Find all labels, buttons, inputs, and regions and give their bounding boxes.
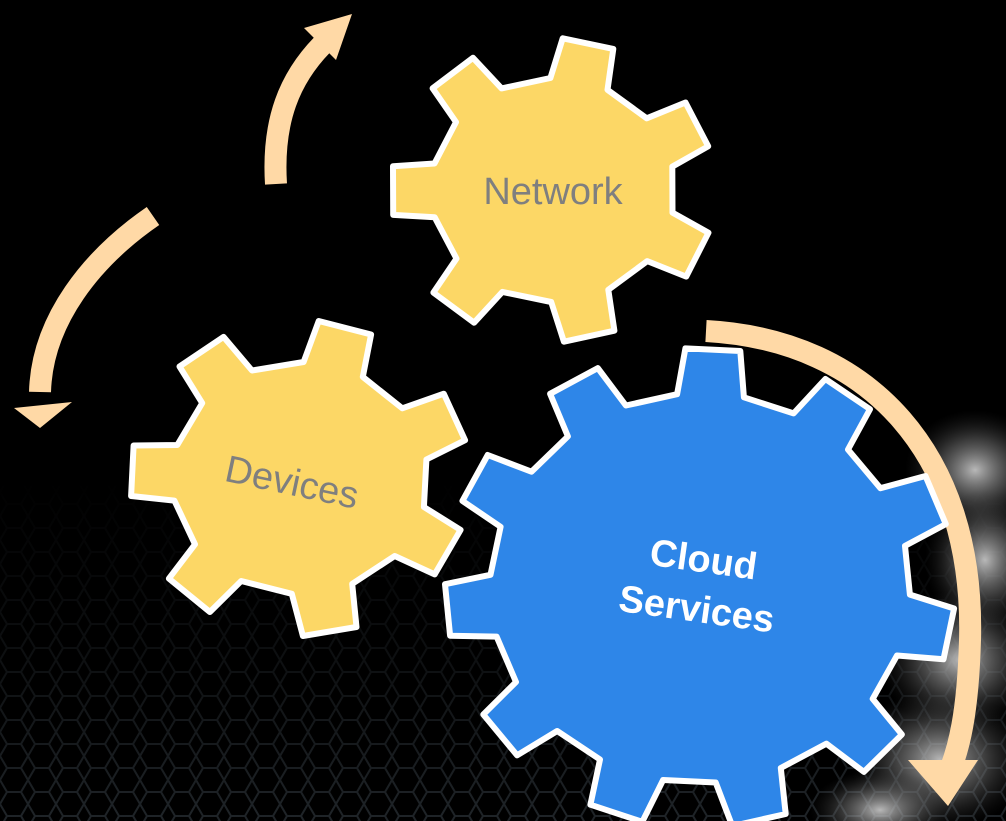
devices-gear: Devices: [128, 318, 469, 639]
network-gear-label: Network: [483, 171, 623, 213]
arrow-left-head: [14, 402, 72, 428]
cycle-arrows: [14, 14, 982, 806]
arrow-top-shaft: [264, 37, 331, 185]
devices-gear-shape: [128, 318, 469, 639]
arrow-right-shaft: [705, 320, 982, 787]
network-gear-shape: [390, 35, 712, 345]
network-gear: Network: [390, 35, 712, 345]
arrow-right-head: [908, 760, 978, 806]
cloud-gear-shape: [442, 345, 958, 821]
arrow-top-head: [304, 14, 352, 60]
arrow-left-shaft: [29, 206, 160, 393]
cloud-services-gear: Cloud Services: [442, 345, 958, 821]
